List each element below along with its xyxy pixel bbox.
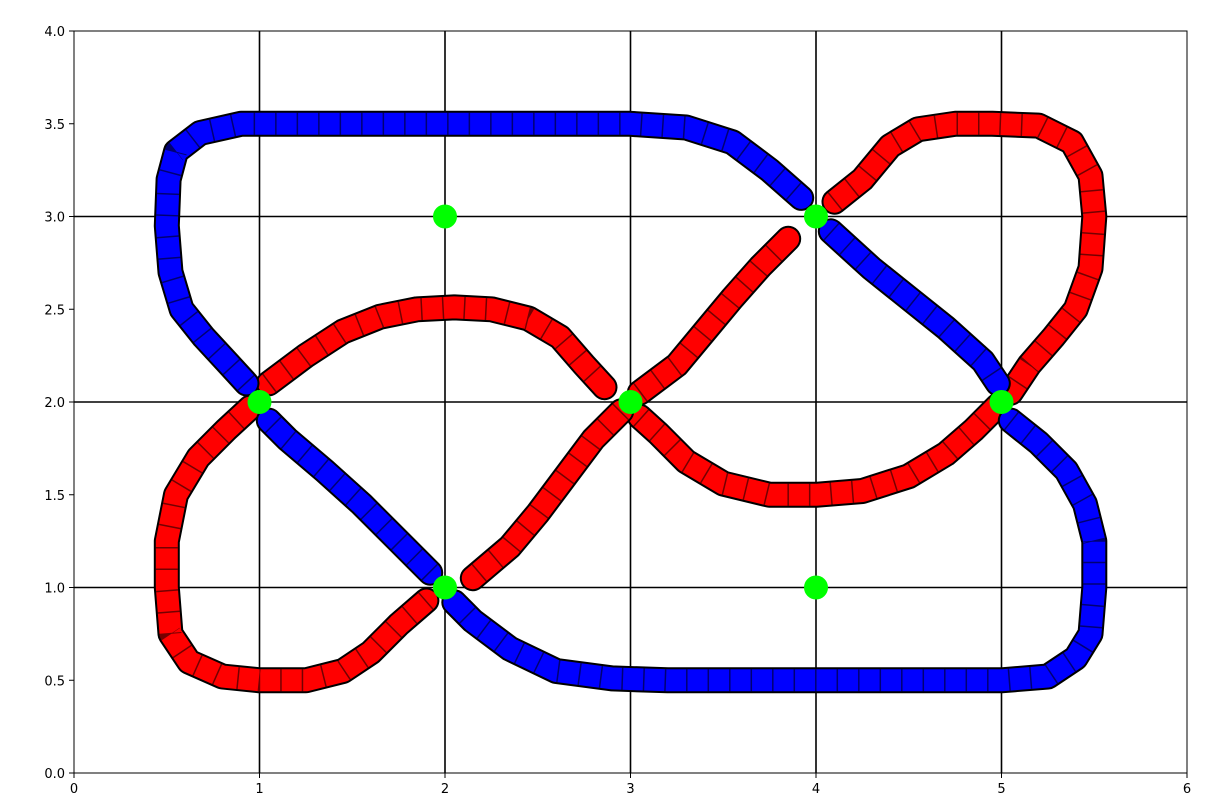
series-layer <box>153 110 1108 694</box>
series-1-segment <box>443 409 1106 692</box>
series-1-segment <box>819 220 1009 395</box>
series-0-segment <box>461 400 633 590</box>
series-1-segment-beads <box>446 412 1106 692</box>
data-point <box>247 390 272 414</box>
series-0-segment-beads <box>465 403 629 587</box>
x-axis-ticks: 0 1 2 3 4 5 6 <box>70 773 1191 797</box>
y-tick-label: 1.0 <box>44 582 65 597</box>
marker-points <box>247 204 1014 600</box>
y-tick-label: 2.5 <box>44 303 65 318</box>
x-tick-label: 6 <box>1183 782 1191 797</box>
data-point <box>433 204 457 229</box>
y-axis-ticks: 0.0 0.5 1.0 1.5 2.0 2.5 3.0 3.5 4.0 <box>44 25 74 782</box>
series-1-segment <box>257 409 442 584</box>
y-tick-label: 4.0 <box>44 25 65 40</box>
series-0-segment <box>823 112 1106 404</box>
y-tick-label: 0.0 <box>44 767 65 782</box>
series-0-segment <box>628 227 800 404</box>
data-point <box>433 575 457 600</box>
x-tick-label: 1 <box>255 782 263 797</box>
data-point <box>618 390 643 414</box>
y-tick-label: 3.0 <box>44 211 65 226</box>
series-0-segment-beads <box>155 399 434 692</box>
x-tick-label: 0 <box>70 782 78 797</box>
data-point <box>804 575 828 600</box>
x-tick-label: 4 <box>812 782 820 797</box>
x-tick-label: 5 <box>997 782 1005 797</box>
data-point <box>989 390 1014 414</box>
x-tick-label: 2 <box>441 782 449 797</box>
series-0-segment <box>257 296 616 399</box>
data-point <box>804 204 828 229</box>
series-0-segment <box>628 394 1009 506</box>
series-1-segment <box>155 112 813 395</box>
y-tick-label: 2.0 <box>44 396 65 411</box>
x-tick-label: 3 <box>626 782 634 797</box>
y-tick-label: 3.5 <box>44 118 65 133</box>
y-tick-label: 1.5 <box>44 489 65 504</box>
series-1-segment-outline <box>441 407 1108 694</box>
y-tick-label: 0.5 <box>44 674 65 689</box>
